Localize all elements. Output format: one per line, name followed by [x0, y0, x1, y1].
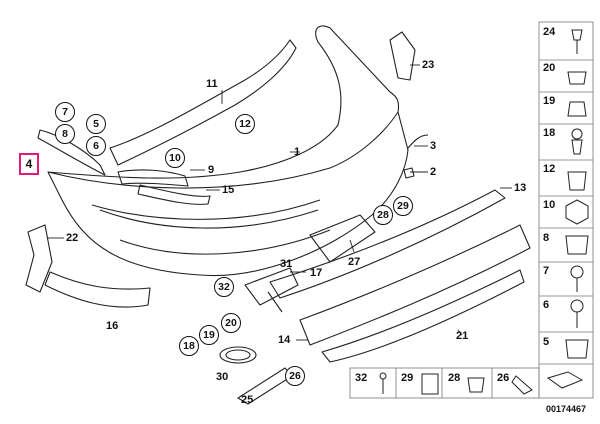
- callout-label[interactable]: 9: [208, 164, 215, 176]
- callout-label[interactable]: 13: [514, 182, 527, 194]
- circled-callout[interactable]: 32: [214, 277, 234, 297]
- legend-cell-number[interactable]: 26: [497, 372, 510, 384]
- circled-callout[interactable]: 20: [221, 313, 241, 333]
- legend-cell-number[interactable]: 6: [543, 299, 550, 311]
- callout-label[interactable]: 3: [430, 140, 437, 152]
- legend-cell-number[interactable]: 8: [543, 232, 550, 244]
- callout-label[interactable]: 11: [206, 78, 218, 90]
- bumper-cover-drawing: [47, 25, 400, 189]
- callout-label[interactable]: 16: [106, 320, 119, 332]
- callout-label[interactable]: 22: [66, 232, 79, 244]
- carrier-bracket-drawing: [109, 39, 297, 166]
- circled-callout[interactable]: 12: [235, 114, 255, 134]
- callout-label[interactable]: 2: [430, 166, 437, 178]
- legend-cell-number[interactable]: 24: [543, 26, 556, 38]
- legend-cell-number[interactable]: 19: [543, 95, 556, 107]
- legend-cell-number[interactable]: 29: [401, 372, 414, 384]
- legend-cell-number[interactable]: 10: [543, 199, 556, 211]
- legend-cell-number[interactable]: 5: [543, 336, 550, 348]
- callout-label[interactable]: 31: [280, 258, 293, 270]
- selected-part-callout[interactable]: 4: [19, 153, 39, 175]
- circled-callout[interactable]: 5: [86, 114, 106, 134]
- circled-callout[interactable]: 26: [285, 366, 305, 386]
- callout-label[interactable]: 15: [222, 184, 235, 196]
- circled-callout[interactable]: 19: [199, 325, 219, 345]
- callout-label[interactable]: 25: [241, 394, 254, 406]
- callout-label[interactable]: 17: [310, 267, 323, 279]
- legend-cell-number[interactable]: 28: [448, 372, 461, 384]
- legend-cell-number[interactable]: 32: [355, 372, 368, 384]
- legend-cell-number[interactable]: 18: [543, 127, 556, 139]
- circled-callout[interactable]: 7: [55, 102, 75, 122]
- callout-label[interactable]: 21: [456, 330, 469, 342]
- circled-callout[interactable]: 10: [165, 148, 185, 168]
- circled-callout[interactable]: 18: [179, 336, 199, 356]
- diagram-code: 00174467: [546, 404, 587, 414]
- callout-label[interactable]: 30: [216, 371, 229, 383]
- circled-callout[interactable]: 29: [393, 196, 413, 216]
- circled-callout[interactable]: 6: [86, 136, 106, 156]
- callout-label[interactable]: 14: [278, 334, 291, 346]
- legend-cell-number[interactable]: 20: [543, 62, 556, 74]
- callout-label[interactable]: 23: [422, 59, 435, 71]
- callout-label[interactable]: 27: [348, 256, 361, 268]
- circled-callout[interactable]: 8: [55, 124, 75, 144]
- callout-label[interactable]: 1: [294, 146, 301, 158]
- legend-cell-number[interactable]: 12: [543, 163, 556, 175]
- legend-cell-number[interactable]: 7: [543, 265, 550, 277]
- circled-callout[interactable]: 28: [373, 205, 393, 225]
